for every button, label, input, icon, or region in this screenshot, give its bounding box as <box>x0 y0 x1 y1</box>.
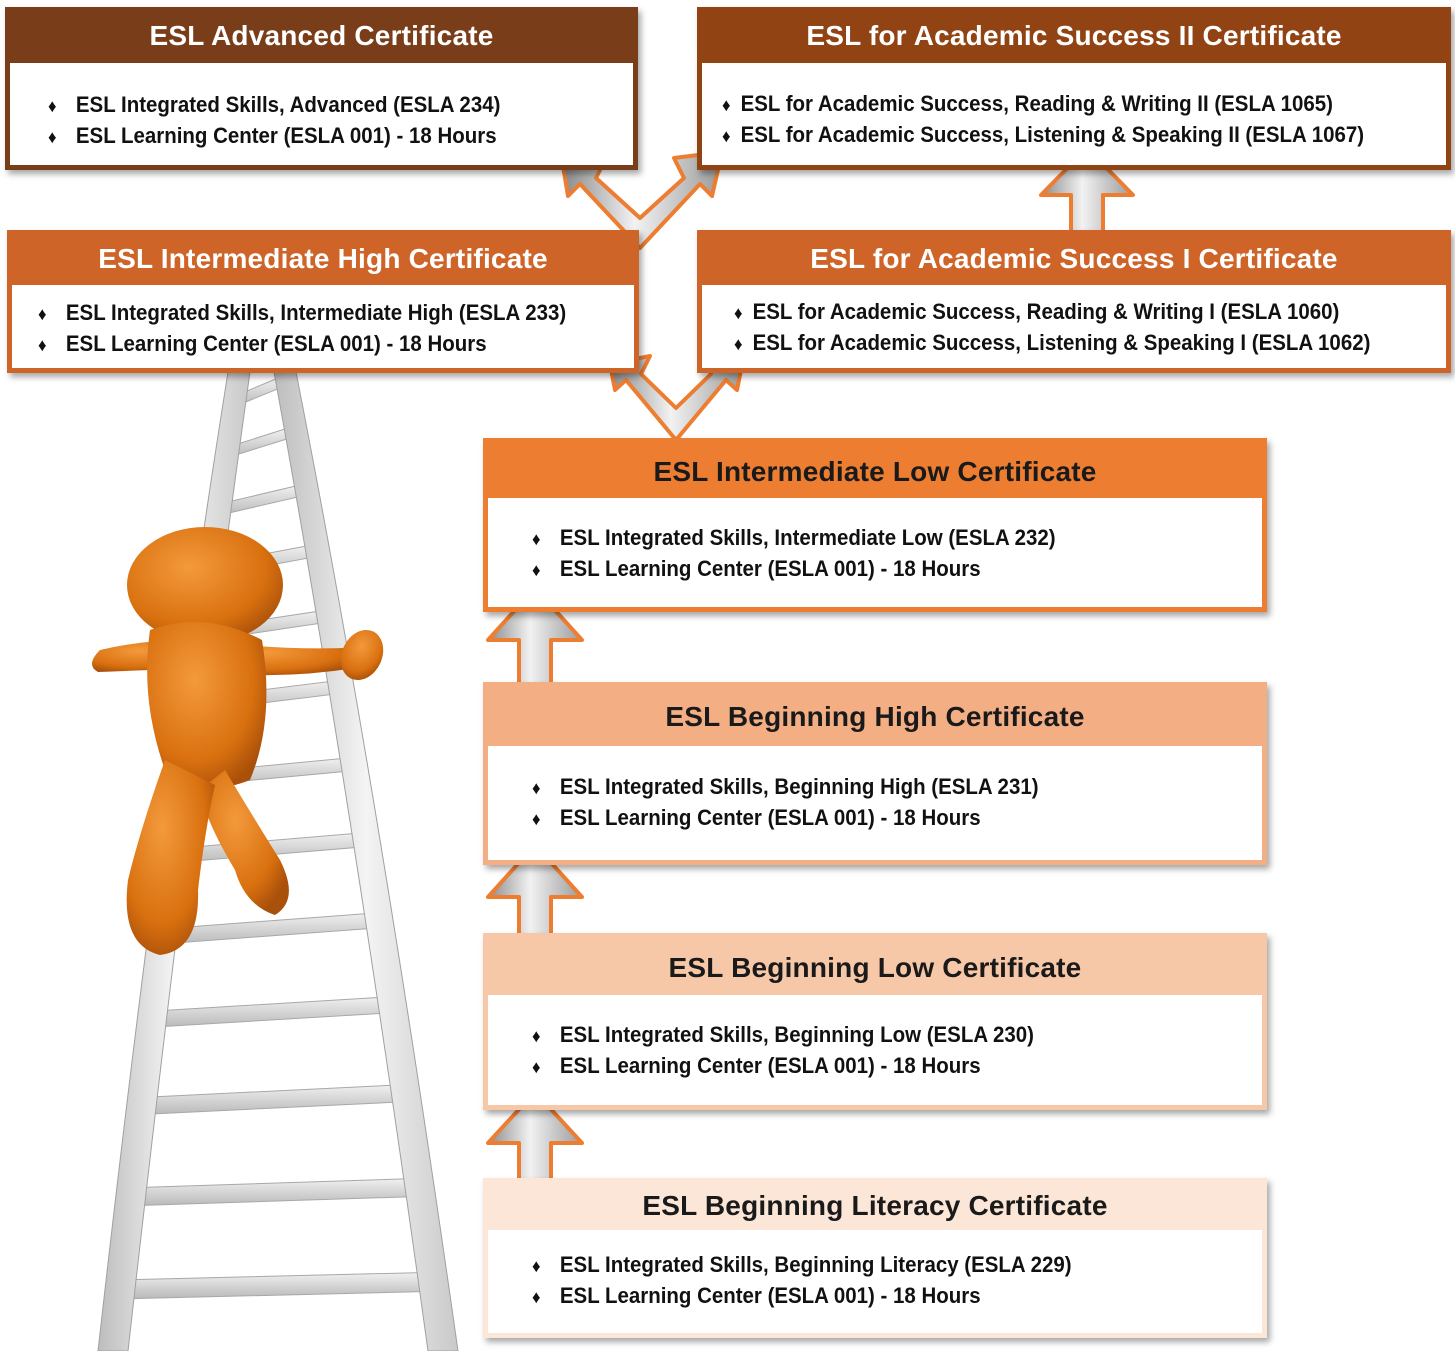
course-item: ♦ ESL Integrated Skills, Beginning High (… <box>532 772 1211 803</box>
course-item: ♦ ESL for Academic Success, Listening & S… <box>734 328 1396 359</box>
course-item: ♦ ESL Integrated Skills, Advanced (ESLA 2… <box>48 90 592 121</box>
course-item: ♦ ESL Learning Center (ESLA 001) - 18 Hou… <box>532 803 1211 834</box>
course-list: ♦ ESL Integrated Skills, Beginning Low (E… <box>488 995 1262 1082</box>
course-list: ♦ ESL Integrated Skills, Beginning Litera… <box>488 1230 1262 1312</box>
course-label: ESL for Academic Success, Listening & Sp… <box>752 330 1371 355</box>
certificate-academic-success-1: ESL for Academic Success I Certificate ♦… <box>697 230 1451 373</box>
diamond-bullet-icon: ♦ <box>532 1057 541 1077</box>
course-label: ESL Integrated Skills, Advanced (ESLA 23… <box>75 92 501 117</box>
certificate-beginning-high: ESL Beginning High Certificate ♦ ESL Inte… <box>483 682 1267 865</box>
course-item: ♦ ESL Learning Center (ESLA 001) - 18 Hou… <box>38 329 592 360</box>
course-list: ♦ ESL Integrated Skills, Intermediate Hig… <box>12 285 634 360</box>
diamond-bullet-icon: ♦ <box>532 1287 541 1307</box>
diamond-bullet-icon: ♦ <box>722 126 731 146</box>
course-item: ♦ ESL Integrated Skills, Beginning Low (E… <box>532 1020 1211 1051</box>
course-label: ESL Integrated Skills, Intermediate Low … <box>559 525 1056 550</box>
certificate-title: ESL for Academic Success II Certificate <box>702 7 1446 63</box>
certificate-beginning-low: ESL Beginning Low Certificate ♦ ESL Integ… <box>483 933 1267 1110</box>
course-list: ♦ ESL for Academic Success, Reading & Wri… <box>702 63 1446 151</box>
diamond-bullet-icon: ♦ <box>48 96 57 116</box>
course-list: ♦ ESL Integrated Skills, Intermediate Low… <box>488 498 1262 585</box>
certificate-title: ESL Intermediate Low Certificate <box>488 438 1262 498</box>
diamond-bullet-icon: ♦ <box>38 304 47 324</box>
course-label: ESL for Academic Success, Reading & Writ… <box>740 91 1333 116</box>
certificate-academic-success-2: ESL for Academic Success II Certificate … <box>697 7 1451 170</box>
diamond-bullet-icon: ♦ <box>532 560 541 580</box>
course-item: ♦ ESL Learning Center (ESLA 001) - 18 Hou… <box>532 554 1211 585</box>
diamond-bullet-icon: ♦ <box>734 334 743 354</box>
course-label: ESL Learning Center (ESLA 001) - 18 Hour… <box>559 1283 981 1308</box>
certificate-intermediate-high: ESL Intermediate High Certificate ♦ ESL I… <box>7 230 639 373</box>
course-list: ♦ ESL for Academic Success, Reading & Wri… <box>702 285 1446 359</box>
diamond-bullet-icon: ♦ <box>734 303 743 323</box>
diamond-bullet-icon: ♦ <box>48 127 57 147</box>
certificate-advanced: ESL Advanced Certificate ♦ ESL Integrated… <box>5 7 638 170</box>
diamond-bullet-icon: ♦ <box>532 529 541 549</box>
course-item: ♦ ESL for Academic Success, Reading & Wri… <box>722 89 1395 120</box>
diamond-bullet-icon: ♦ <box>38 335 47 355</box>
course-item: ♦ ESL Integrated Skills, Intermediate Low… <box>532 523 1211 554</box>
course-item: ♦ ESL Integrated Skills, Intermediate Hig… <box>38 298 592 329</box>
course-item: ♦ ESL for Academic Success, Listening & S… <box>722 120 1395 151</box>
course-label: ESL for Academic Success, Reading & Writ… <box>752 299 1340 324</box>
diamond-bullet-icon: ♦ <box>722 95 731 115</box>
course-list: ♦ ESL Integrated Skills, Advanced (ESLA 2… <box>10 63 633 152</box>
course-label: ESL Integrated Skills, Beginning Low (ES… <box>559 1022 1034 1047</box>
certificate-title: ESL Beginning High Certificate <box>488 682 1262 746</box>
course-item: ♦ ESL for Academic Success, Reading & Wri… <box>734 297 1396 328</box>
certificate-intermediate-low: ESL Intermediate Low Certificate ♦ ESL In… <box>483 438 1267 612</box>
course-label: ESL Learning Center (ESLA 001) - 18 Hour… <box>65 331 487 356</box>
certificate-title: ESL Beginning Literacy Certificate <box>488 1178 1262 1230</box>
course-list: ♦ ESL Integrated Skills, Beginning High (… <box>488 746 1262 834</box>
course-item: ♦ ESL Integrated Skills, Beginning Litera… <box>532 1250 1211 1281</box>
diamond-bullet-icon: ♦ <box>532 809 541 829</box>
certificate-title: ESL Advanced Certificate <box>10 7 633 63</box>
course-label: ESL Learning Center (ESLA 001) - 18 Hour… <box>559 556 981 581</box>
course-item: ♦ ESL Learning Center (ESLA 001) - 18 Hou… <box>532 1051 1211 1082</box>
certificate-title: ESL for Academic Success I Certificate <box>702 230 1446 285</box>
course-item: ♦ ESL Learning Center (ESLA 001) - 18 Hou… <box>48 121 592 152</box>
diamond-bullet-icon: ♦ <box>532 1026 541 1046</box>
course-label: ESL Learning Center (ESLA 001) - 18 Hour… <box>75 123 497 148</box>
course-item: ♦ ESL Learning Center (ESLA 001) - 18 Hou… <box>532 1281 1211 1312</box>
course-label: ESL Integrated Skills, Beginning Literac… <box>559 1252 1072 1277</box>
course-label: ESL Learning Center (ESLA 001) - 18 Hour… <box>559 1053 981 1078</box>
course-label: ESL for Academic Success, Listening & Sp… <box>740 122 1365 147</box>
course-label: ESL Integrated Skills, Intermediate High… <box>65 300 567 325</box>
certificate-title: ESL Beginning Low Certificate <box>488 933 1262 995</box>
course-label: ESL Integrated Skills, Beginning High (E… <box>559 774 1039 799</box>
diamond-bullet-icon: ♦ <box>532 778 541 798</box>
climbing-person-figure <box>91 527 384 955</box>
certificate-title: ESL Intermediate High Certificate <box>12 230 634 285</box>
course-label: ESL Learning Center (ESLA 001) - 18 Hour… <box>559 805 981 830</box>
certificate-beginning-literacy: ESL Beginning Literacy Certificate ♦ ESL … <box>483 1178 1267 1338</box>
diamond-bullet-icon: ♦ <box>532 1256 541 1276</box>
